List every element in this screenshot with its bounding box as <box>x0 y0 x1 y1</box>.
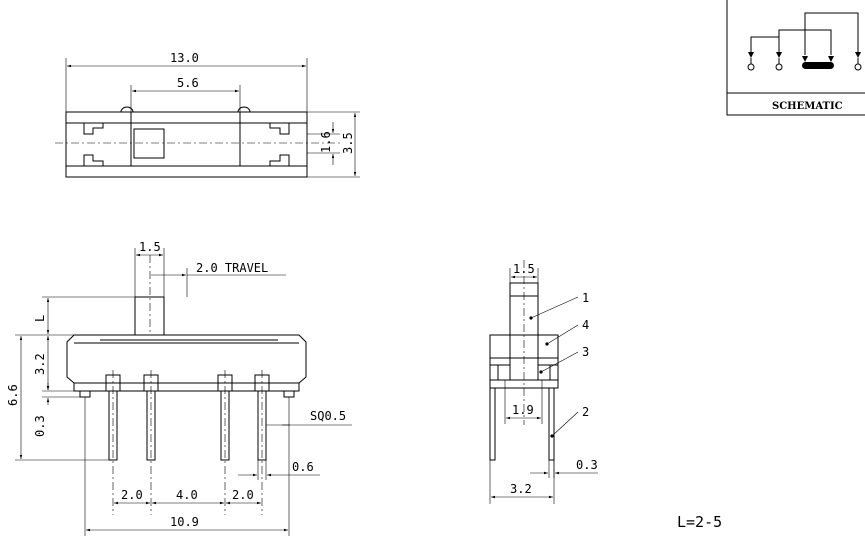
length-note: L=2-5 <box>677 513 722 531</box>
schematic-title: SCHEMATIC <box>772 101 843 112</box>
dim-3-5: 3.5 <box>341 132 355 154</box>
schematic-slider-contact <box>802 62 834 69</box>
front-view-knob <box>134 296 165 336</box>
dim-3-2: 3.2 <box>33 353 47 375</box>
travel-label: 2.0 TRAVEL <box>196 261 268 275</box>
dim-1-6: 1.6 <box>319 131 333 153</box>
top-view-knob <box>133 128 165 159</box>
front-view: 1.5 2.0 TRAVEL L 3.2 6.6 0.3 SQ0.5 <box>6 240 352 536</box>
side-dim-1-5: 1.5 <box>513 262 535 276</box>
top-view-body <box>65 111 308 178</box>
dim-0-3: 0.3 <box>33 415 47 437</box>
side-view-body <box>489 334 559 389</box>
callout-1: 1 <box>582 291 589 305</box>
front-dim-1-5: 1.5 <box>139 240 161 254</box>
front-view-body <box>66 334 307 392</box>
side-pin-right <box>548 387 555 461</box>
side-dim-1-9: 1.9 <box>512 403 534 417</box>
dim-5-6: 5.6 <box>177 76 199 90</box>
front-dim-0-6: 0.6 <box>292 460 314 474</box>
dim-L: L <box>33 315 47 322</box>
top-view: 13.0 5.6 1.6 3.5 <box>55 51 360 178</box>
schematic-box: SCHEMATIC <box>726 0 865 116</box>
callout-4: 4 <box>582 318 589 332</box>
callout-3: 3 <box>582 345 589 359</box>
pitch-left: 2.0 <box>121 488 143 502</box>
side-pin-left <box>489 387 496 461</box>
pin-label-sq: SQ0.5 <box>310 409 346 423</box>
dim-10-9: 10.9 <box>170 515 199 529</box>
side-dim-3-2: 3.2 <box>510 482 532 496</box>
side-dim-0-3: 0.3 <box>576 458 598 472</box>
pitch-right: 2.0 <box>232 488 254 502</box>
dim-13-0: 13.0 <box>170 51 199 65</box>
pitch-center: 4.0 <box>176 488 198 502</box>
side-view: 1.5 1.9 0.3 3.2 1 4 3 2 <box>489 260 598 504</box>
callout-2: 2 <box>582 405 589 419</box>
dim-6-6: 6.6 <box>6 384 20 406</box>
